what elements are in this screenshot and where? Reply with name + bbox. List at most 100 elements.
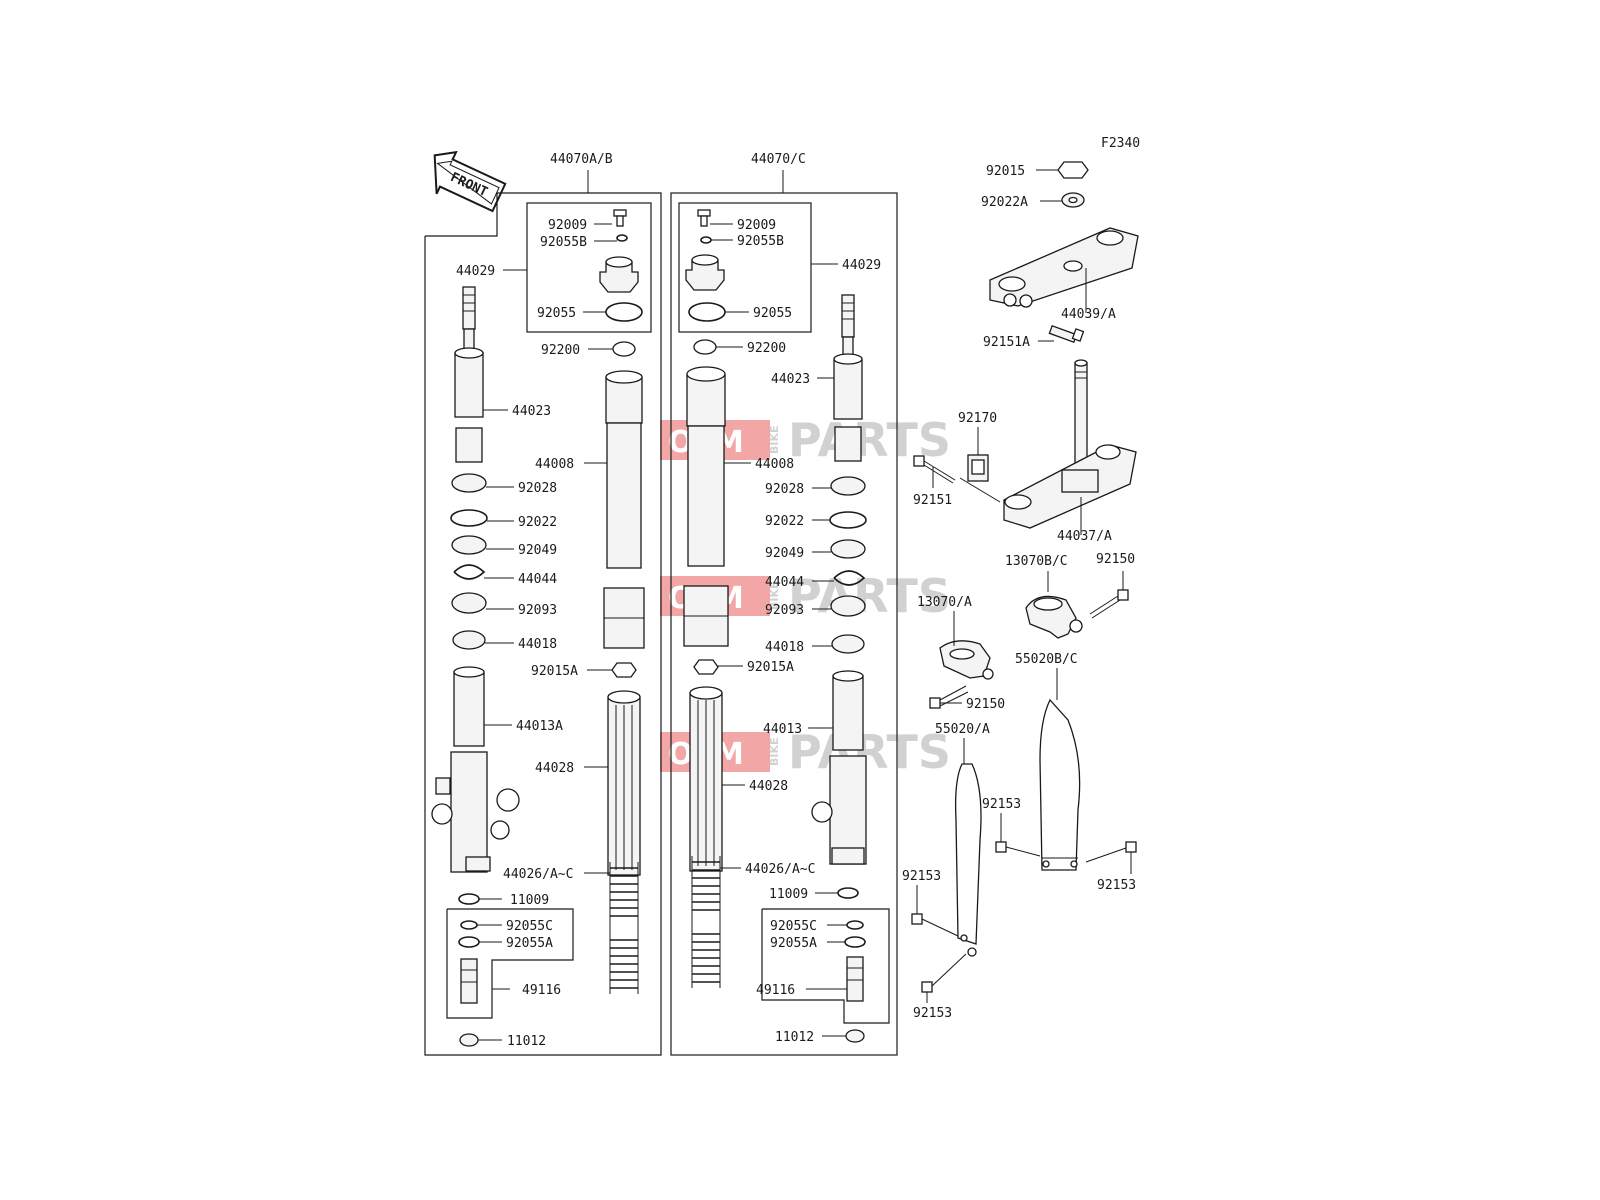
part-cap-44029-icon	[599, 256, 639, 293]
label-11009: 11009	[769, 887, 808, 902]
part-oring-11009-icon	[837, 887, 859, 899]
part-oring-92055c-icon	[846, 920, 864, 930]
label-92055a: 92055A	[770, 936, 817, 951]
part-axle-bracket-icon	[431, 751, 520, 873]
label-44013a: 44013A	[516, 719, 563, 734]
label-44008: 44008	[755, 457, 794, 472]
part-seal-92049-icon	[830, 539, 866, 559]
label-49116: 49116	[756, 983, 795, 998]
steering-assembly: 92015 92022A 44039/A 92151A 92170 92151 …	[902, 161, 1139, 1021]
label-13070a: 13070/A	[917, 595, 972, 610]
part-bolt-11012-icon	[459, 1033, 479, 1047]
part-outer-tube-44008-icon	[603, 370, 645, 649]
left-assembly-header: 44070A/B	[550, 152, 613, 167]
part-inner-tube-44013a-icon	[453, 666, 485, 747]
part-clamp-13070a-icon	[939, 640, 994, 680]
label-92200: 92200	[541, 343, 580, 358]
diagram-code: F2340	[1101, 136, 1140, 151]
part-bolt-92009-icon	[613, 209, 627, 227]
part-bracket-92170-icon	[959, 454, 1001, 503]
part-nut-92015-icon	[1057, 161, 1089, 179]
left-fork-assembly: 44070A/B	[424, 152, 662, 1056]
part-axle-bracket-icon	[811, 755, 867, 865]
watermark-word2: BIKE	[768, 581, 781, 610]
label-92009: 92009	[737, 218, 776, 233]
label-92055b: 92055B	[540, 235, 587, 250]
label-44026: 44026/A~C	[503, 867, 573, 882]
part-valve-49116-icon	[460, 958, 478, 1004]
part-cap-44029-icon	[685, 254, 725, 291]
part-washer-92200-icon	[693, 339, 717, 355]
label-92093: 92093	[765, 603, 804, 618]
label-44018: 44018	[518, 637, 557, 652]
label-92153-d: 92153	[913, 1006, 952, 1021]
part-seal-92049-icon	[451, 535, 487, 555]
part-clip-44044-icon	[453, 564, 486, 580]
part-washer-92022-icon	[450, 509, 488, 527]
label-44018: 44018	[765, 640, 804, 655]
part-nut-92015a-icon	[693, 659, 719, 675]
label-92049: 92049	[518, 543, 557, 558]
part-bolt-92150-icon	[929, 685, 969, 709]
part-bushing-92028-icon	[451, 473, 487, 493]
label-92022a: 92022A	[981, 195, 1028, 210]
part-bolt-92009-icon	[697, 209, 711, 227]
part-rod-44029-icon	[462, 286, 476, 354]
part-bushing-44018-icon	[831, 634, 865, 654]
label-92150a: 92150	[1096, 552, 1135, 567]
part-oring-92055a-icon	[844, 936, 866, 948]
label-55020bc: 55020B/C	[1015, 652, 1078, 667]
part-bolt-92153-icon	[911, 913, 959, 937]
label-92055c: 92055C	[770, 919, 817, 934]
front-arrow-icon: FRONT	[433, 150, 507, 213]
label-44044: 44044	[765, 575, 804, 590]
label-11012: 11012	[775, 1030, 814, 1045]
label-92055b: 92055B	[737, 234, 784, 249]
part-bolt-11012-icon	[845, 1029, 865, 1043]
part-outer-tube-44008-icon	[683, 366, 729, 647]
label-44028: 44028	[535, 761, 574, 776]
part-spacer-44023-icon	[454, 347, 484, 463]
label-44023: 44023	[512, 404, 551, 419]
label-92093: 92093	[518, 603, 557, 618]
part-nut-92015a-icon	[611, 662, 637, 678]
label-44044: 44044	[518, 572, 557, 587]
right-fork-assembly: 44070/C	[670, 152, 898, 1056]
part-dust-seal-92093-icon	[451, 592, 487, 614]
label-92022: 92022	[765, 514, 804, 529]
part-valve-49116-icon	[846, 956, 864, 1002]
part-clamp-13070bc-icon	[1025, 595, 1083, 639]
part-oring-92055b-icon	[700, 236, 712, 244]
label-13070bc: 13070B/C	[1005, 554, 1068, 569]
part-oring-92055-icon	[605, 302, 643, 322]
label-92015: 92015	[986, 164, 1025, 179]
part-oring-92055b-icon	[616, 234, 628, 242]
part-bolt-92151a-icon	[1048, 324, 1085, 344]
label-44029: 44029	[456, 264, 495, 279]
part-oring-92055a-icon	[458, 936, 480, 948]
label-11012: 11012	[507, 1034, 546, 1049]
label-92170: 92170	[958, 411, 997, 426]
part-upper-clamp-44039-icon	[989, 227, 1139, 308]
part-bushing-92028-icon	[830, 476, 866, 496]
watermark-word2: BIKE	[768, 737, 781, 766]
part-clip-44044-icon	[833, 570, 866, 586]
label-44039: 44039/A	[1061, 307, 1116, 322]
watermark-word3: PARTS	[788, 569, 951, 623]
part-dust-seal-92093-icon	[830, 595, 866, 617]
part-bolt-92153-icon	[921, 953, 967, 993]
label-44023: 44023	[771, 372, 810, 387]
label-44037: 44037/A	[1057, 529, 1112, 544]
label-92055c: 92055C	[506, 919, 553, 934]
label-92153-c: 92153	[902, 869, 941, 884]
part-bushing-44018-icon	[452, 630, 486, 650]
label-92151a: 92151A	[983, 335, 1030, 350]
watermark-word3: PARTS	[788, 725, 951, 779]
part-bolt-92153-icon	[995, 841, 1041, 857]
label-92150b: 92150	[966, 697, 1005, 712]
part-washer-92200-icon	[612, 341, 636, 357]
part-spacer-44023-icon	[833, 353, 863, 462]
part-spring-44026-icon	[609, 862, 639, 994]
part-washer-92022-icon	[829, 511, 867, 529]
